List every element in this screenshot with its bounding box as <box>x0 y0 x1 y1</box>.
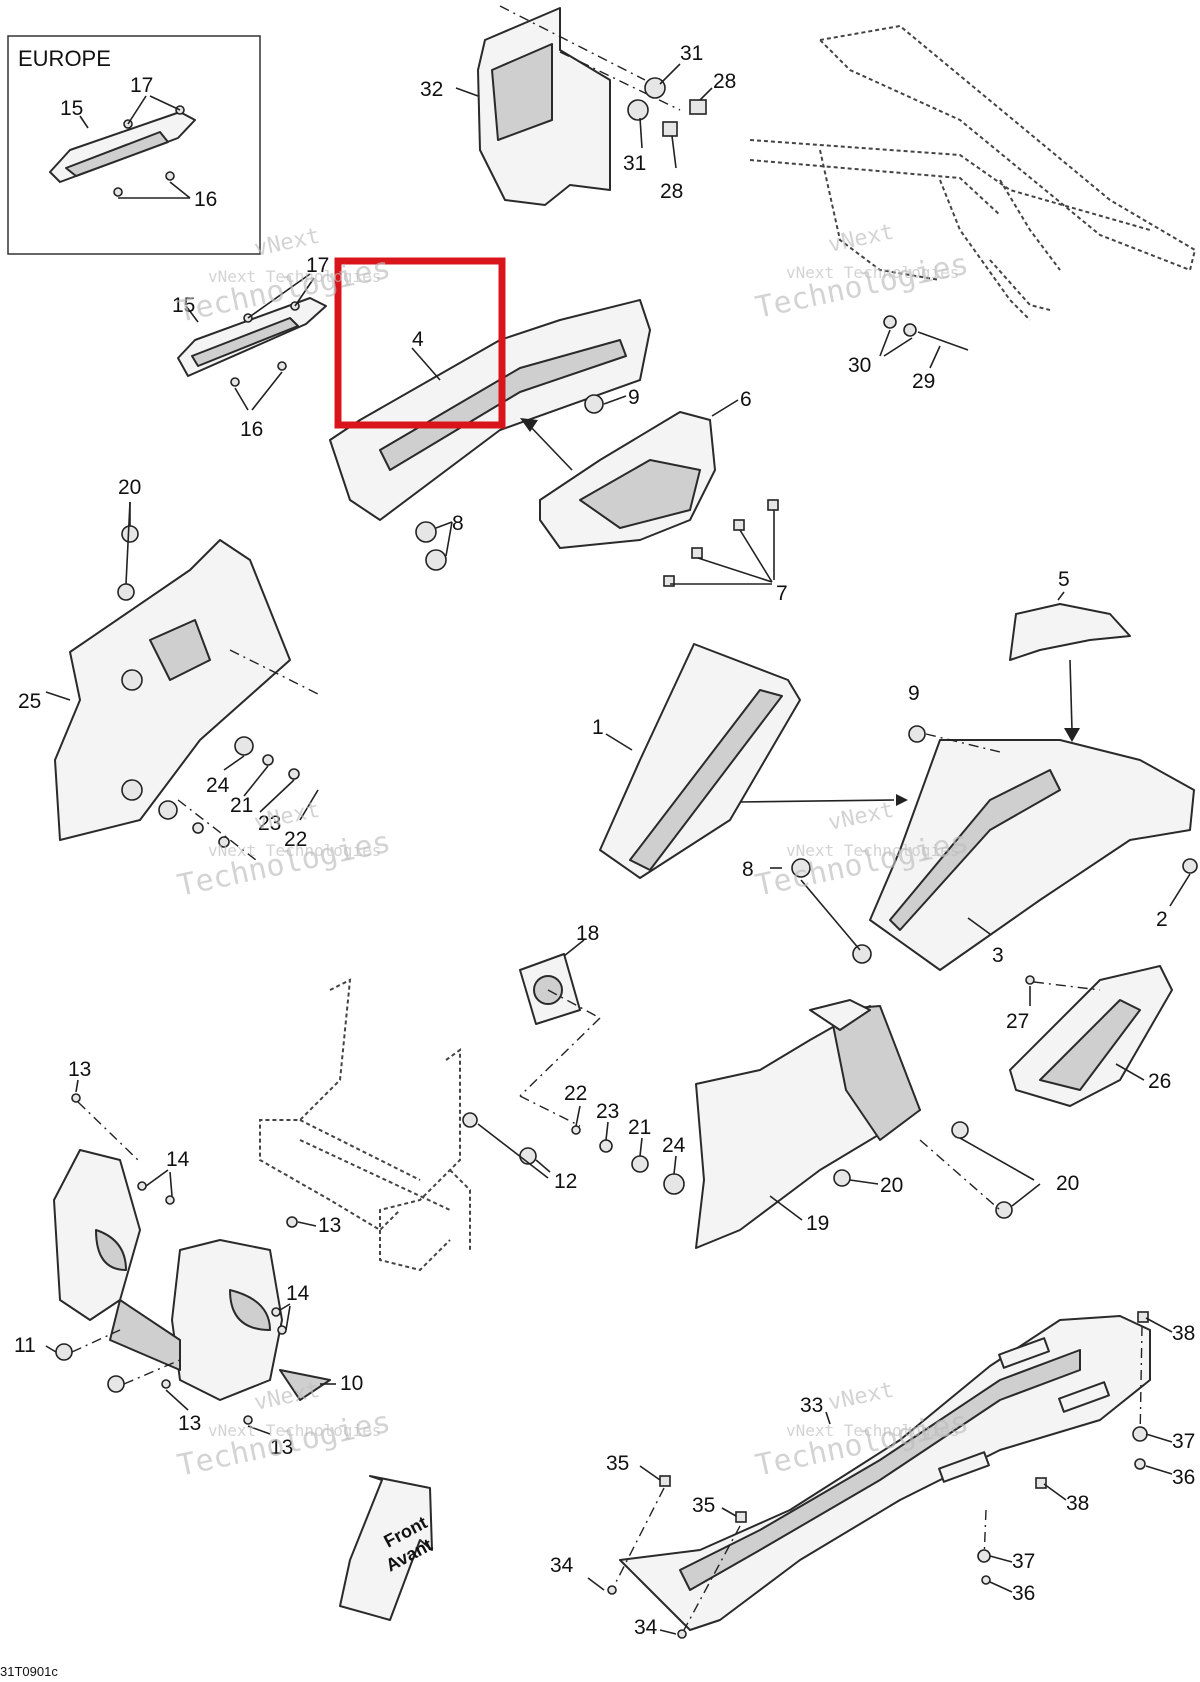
part-26-group: 27 26 <box>1006 965 1173 1107</box>
callout-33: 33 <box>800 1394 823 1417</box>
callout-14: 14 <box>166 1148 190 1171</box>
callout-26: 26 <box>1148 1070 1171 1093</box>
svg-text:vNext Technologies: vNext Technologies <box>786 841 959 860</box>
svg-text:vNext Technologies: vNext Technologies <box>786 1421 959 1440</box>
callout-7: 7 <box>776 582 788 605</box>
callout-13: 13 <box>178 1412 201 1435</box>
callout-4: 4 <box>412 328 424 351</box>
callout-25: 25 <box>18 690 41 713</box>
callout-22: 22 <box>564 1082 587 1105</box>
part-6-group: 6 7 <box>520 388 788 605</box>
svg-text:vNext Technologies: vNext Technologies <box>208 267 381 286</box>
callout-20: 20 <box>1056 1172 1079 1195</box>
europe-inset: EUROPE 17 15 16 <box>7 35 261 255</box>
callout-29: 29 <box>912 370 935 393</box>
callout-8: 8 <box>452 512 464 535</box>
callout-24: 24 <box>662 1134 686 1157</box>
svg-text:Technologies: Technologies <box>174 1405 393 1484</box>
inset-title: EUROPE <box>18 46 111 71</box>
callout-18: 18 <box>576 922 599 945</box>
watermark-2: vNext vNext Technologies Technologies <box>752 220 971 326</box>
callout-31: 31 <box>680 42 703 65</box>
callout-15: 15 <box>172 294 195 317</box>
part-19-group: 19 20 20 22 23 21 24 <box>564 999 1079 1249</box>
inset-callout-17: 17 <box>130 74 153 97</box>
callout-3: 3 <box>992 944 1004 967</box>
callout-34: 34 <box>634 1616 658 1639</box>
part-5 <box>1009 603 1131 661</box>
svg-text:vNext: vNext <box>826 798 896 836</box>
callout-22: 22 <box>284 828 307 851</box>
callout-13: 13 <box>270 1436 293 1459</box>
callout-13: 13 <box>68 1058 91 1081</box>
svg-text:Technologies: Technologies <box>752 247 971 326</box>
watermark-3: vNext vNext Technologies Technologies <box>174 798 393 904</box>
highlight-region-part-4 <box>334 257 506 429</box>
callout-10: 10 <box>340 1372 363 1395</box>
callout-23: 23 <box>596 1100 619 1123</box>
callout-32: 32 <box>420 78 443 101</box>
callout-37: 37 <box>1172 1430 1195 1453</box>
part-1 <box>599 643 801 879</box>
part-33-group: 38 37 36 38 37 36 33 35 35 34 34 <box>550 1311 1195 1639</box>
callout-23: 23 <box>258 812 281 835</box>
callout-24: 24 <box>206 774 230 797</box>
callout-9: 9 <box>628 386 640 409</box>
inset-callout-16: 16 <box>194 188 217 211</box>
callout-14: 14 <box>286 1282 310 1305</box>
part-1-group: 1 <box>592 643 908 879</box>
callout-20: 20 <box>880 1174 903 1197</box>
callout-12: 12 <box>554 1170 577 1193</box>
callout-38: 38 <box>1066 1492 1089 1515</box>
svg-text:vNext Technologies: vNext Technologies <box>208 1421 381 1440</box>
callout-35: 35 <box>692 1494 715 1517</box>
part-3-group: 5 9 8 3 2 <box>742 568 1198 971</box>
callout-17: 17 <box>306 254 329 277</box>
callout-38: 38 <box>1172 1322 1195 1345</box>
callout-21: 21 <box>628 1116 651 1139</box>
callout-31: 31 <box>623 152 646 175</box>
callout-13: 13 <box>318 1214 341 1237</box>
callout-2: 2 <box>1156 908 1168 931</box>
inset-callout-15: 15 <box>60 97 83 120</box>
callout-1: 1 <box>592 716 604 739</box>
svg-text:vNext Technologies: vNext Technologies <box>208 841 381 860</box>
part-15-group: 17 15 16 <box>172 254 329 441</box>
part-10-group: 13 14 13 14 11 10 13 13 <box>14 1058 363 1459</box>
callout-21: 21 <box>230 794 253 817</box>
front-arrow-shape <box>339 1475 433 1621</box>
callout-36: 36 <box>1172 1466 1195 1489</box>
callout-6: 6 <box>740 388 752 411</box>
callout-36: 36 <box>1012 1582 1035 1605</box>
svg-text:vNext Technologies: vNext Technologies <box>786 263 959 282</box>
callout-34: 34 <box>550 1554 574 1577</box>
part-25-group: 20 25 24 21 23 22 <box>18 476 319 861</box>
callout-27: 27 <box>1006 1010 1029 1033</box>
callout-5: 5 <box>1058 568 1070 591</box>
callout-20: 20 <box>118 476 141 499</box>
callout-16: 16 <box>240 418 263 441</box>
callout-37: 37 <box>1012 1550 1035 1573</box>
callout-30: 30 <box>848 354 871 377</box>
part-25 <box>54 539 291 841</box>
callout-11: 11 <box>14 1334 36 1357</box>
callout-19: 19 <box>806 1212 829 1235</box>
callout-9: 9 <box>908 682 920 705</box>
part-3 <box>869 739 1195 971</box>
front-frame-ghost <box>259 978 471 1272</box>
part-12-group: 12 <box>462 1112 577 1193</box>
part-18-group: 18 <box>519 922 601 1127</box>
callout-35: 35 <box>606 1452 629 1475</box>
part-4-group: 9 8 4 <box>329 257 651 571</box>
front-direction-arrow: Front Avant <box>339 1475 435 1621</box>
frame-ghost: 30 29 <box>749 24 1197 393</box>
figure-code: 31T0901c <box>0 1664 58 1679</box>
svg-text:vNext: vNext <box>826 1378 896 1416</box>
callout-28: 28 <box>713 70 736 93</box>
callout-28: 28 <box>660 180 683 203</box>
callout-8: 8 <box>742 858 754 881</box>
part-32-group: 31 28 31 28 32 <box>420 5 736 206</box>
